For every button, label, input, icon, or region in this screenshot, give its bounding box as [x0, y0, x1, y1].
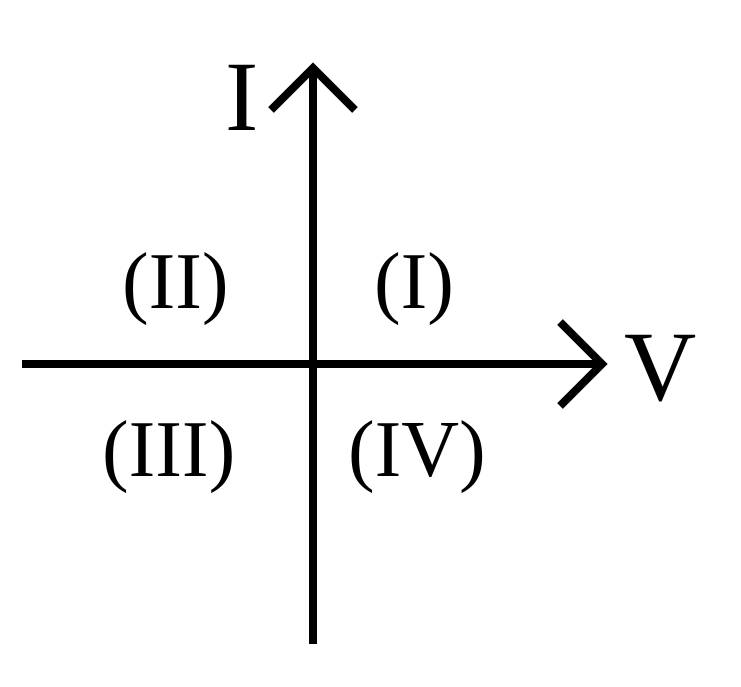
- quadrant-3-label: (III): [102, 406, 235, 494]
- vertical-axis-arrowhead: [268, 62, 358, 113]
- quadrant-1-label: (I): [374, 238, 454, 326]
- horizontal-axis-arrowhead: [557, 319, 608, 409]
- vertical-axis-label: I: [225, 41, 258, 152]
- quadrant-4-label: (IV): [348, 406, 486, 494]
- horizontal-axis-label: V: [624, 311, 696, 422]
- quadrant-2-label: (II): [122, 238, 229, 326]
